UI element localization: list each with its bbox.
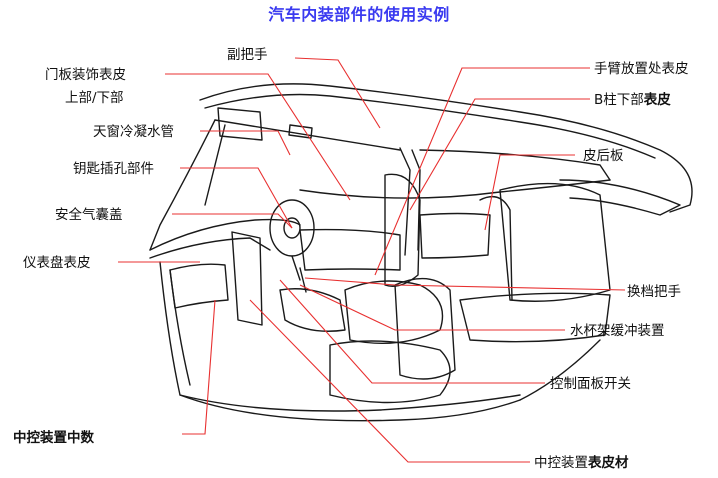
- leader-console-skin: [249, 299, 530, 463]
- label-door-trim-line1: 门板装饰表皮: [45, 67, 126, 83]
- leader-cup-holder: [299, 284, 565, 331]
- rear-seat-back: [499, 182, 611, 302]
- shift-lever: [299, 267, 307, 293]
- label-door-trim-line2: 上部/下部: [65, 90, 124, 106]
- center-console: [279, 288, 346, 332]
- a-pillar: [204, 124, 226, 206]
- driver-seat-cushion: [344, 280, 444, 344]
- rear-seat-back-left: [479, 196, 513, 301]
- leader-control-switch: [279, 279, 545, 384]
- steering-column: [291, 255, 301, 281]
- label-pillar-b-part1: B柱下部: [594, 92, 644, 108]
- leader-console-box: [182, 299, 216, 435]
- label-pillar-b-part2: 表皮: [643, 92, 671, 108]
- belt-line: [299, 179, 611, 199]
- rear-seat-cushion: [459, 292, 611, 343]
- driver-seat-back: [384, 173, 421, 287]
- label-shift-knob: 换档把手: [627, 284, 681, 300]
- windshield-frame: [149, 119, 216, 251]
- label-instrument-panel: 仪表盘表皮: [23, 255, 91, 271]
- label-armrest-skin: 手臂放置处表皮: [594, 61, 689, 77]
- rear-sill: [519, 339, 601, 401]
- b-pillar: [399, 147, 411, 256]
- label-console-box: 中控装置中数: [13, 430, 94, 446]
- label-control-panel-switch: 控制面板开关: [550, 376, 631, 392]
- label-console-skin-part1: 中控装置: [534, 455, 588, 471]
- label-sunroof-drain: 天窗冷凝水管: [93, 124, 174, 140]
- leader-airbag: [172, 213, 293, 229]
- leader-armrest: [374, 67, 590, 276]
- leader-assist-grip: [294, 57, 381, 129]
- leader-pillar-b: [409, 98, 590, 211]
- label-key-cylinder: 钥匙插孔部件: [73, 161, 154, 177]
- glovebox: [169, 263, 229, 309]
- label-cup-holder: 水杯架缓冲装置: [570, 323, 665, 339]
- leader-key-cylinder: [180, 167, 293, 229]
- floor-front-inner: [169, 269, 191, 386]
- leader-shift-knob: [304, 277, 626, 291]
- label-rear-shelf: 皮后板: [583, 148, 624, 164]
- passenger-seat-back: [394, 277, 456, 380]
- steering-hub: [283, 217, 301, 239]
- floor-front: [159, 261, 521, 412]
- label-console-skin: 中控装置表皮材: [534, 455, 629, 471]
- leader-sunroof-drain: [200, 130, 291, 156]
- passenger-seat-cushion: [329, 340, 451, 404]
- roof-outline: [199, 83, 693, 213]
- label-airbag-cover: 安全气囊盖: [55, 207, 123, 223]
- leader-rear-shelf: [484, 154, 575, 231]
- page-title: 汽车内装部件的使用实例: [268, 5, 450, 24]
- door-trim-rear: [419, 212, 491, 259]
- b-pillar-inner: [411, 149, 421, 251]
- roof-rail: [204, 93, 656, 159]
- center-stack: [231, 231, 263, 326]
- label-console-skin-part2: 表皮材: [588, 455, 629, 471]
- dashboard-face: [149, 237, 271, 259]
- dashboard-top: [149, 218, 301, 251]
- rear-shelf-outline: [559, 179, 681, 216]
- label-pillar-b: B柱下部表皮: [594, 92, 671, 108]
- label-assist-grip: 副把手: [227, 47, 268, 63]
- rear-view-mirror: [288, 124, 313, 139]
- door-trim-front: [299, 228, 401, 271]
- sun-visor: [217, 107, 263, 141]
- front-sill: [179, 394, 521, 422]
- leader-door-trim: [165, 73, 351, 201]
